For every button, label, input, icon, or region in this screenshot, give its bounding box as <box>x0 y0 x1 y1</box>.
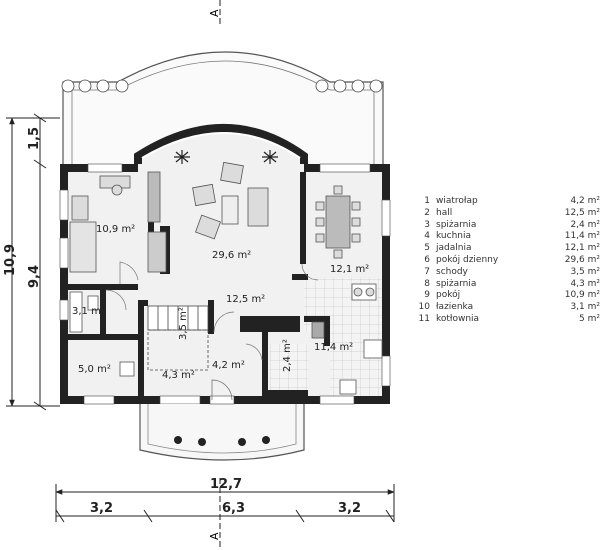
legend-row: 5 jadalnia 12,1 m² <box>416 243 600 255</box>
room-label-stairs: 3,5 m² <box>178 307 189 340</box>
legend-number: 6 <box>424 254 430 265</box>
room-label-vestibule: 4,2 m² <box>212 360 245 371</box>
furniture <box>69 161 383 395</box>
room-legend: 1 wiatrołap 4,2 m² 2 hall 12,5 m² 3 spiżarnia 2,… <box>416 196 600 326</box>
dim-depth-main: 9,4 <box>27 265 42 288</box>
legend-room-name: schody <box>436 266 468 277</box>
legend-area: 3,5 m² <box>570 266 600 277</box>
door-swings <box>105 261 319 361</box>
legend-row: 8 spiżarnia 4,3 m² <box>416 279 600 291</box>
room-label-hall: 12,5 m² <box>226 294 265 305</box>
legend-room-name: jadalnia <box>436 243 472 254</box>
room-label-kitchen: 11,4 m² <box>314 342 353 353</box>
legend-area: 12,5 m² <box>564 207 600 218</box>
dim-depth-top: 1,5 <box>27 127 42 150</box>
bay-window-wall <box>134 124 308 164</box>
dim-mid-segment: 6,3 <box>222 501 245 516</box>
dim-total-width: 12,7 <box>210 477 242 492</box>
legend-number: 8 <box>424 278 430 289</box>
legend-room-name: hall <box>436 207 453 218</box>
room-label-living: 29,6 m² <box>212 250 251 261</box>
section-marker-bottom: A <box>208 478 221 550</box>
section-label-bottom: A <box>208 532 221 540</box>
porch-columns <box>174 436 270 446</box>
legend-row: 3 spiżarnia 2,4 m² <box>416 220 600 232</box>
legend-room-name: pokój <box>436 290 461 301</box>
legend-number: 5 <box>424 243 430 254</box>
legend-area: 4,3 m² <box>570 278 600 289</box>
dimension-vertical <box>6 113 60 411</box>
legend-row: 7 schody 3,5 m² <box>416 267 600 279</box>
legend-area: 3,1 m² <box>570 302 600 313</box>
legend-number: 10 <box>418 302 430 313</box>
legend-number: 4 <box>424 231 430 242</box>
section-marker-top: A <box>208 0 221 26</box>
legend-row: 9 pokój 10,9 m² <box>416 290 600 302</box>
legend-number: 3 <box>424 219 430 230</box>
stairs <box>147 305 209 371</box>
room-label-pantry: 4,3 m² <box>162 370 195 381</box>
legend-area: 12,1 m² <box>564 243 600 254</box>
entrance-porch <box>139 379 305 461</box>
legend-area: 29,6 m² <box>564 254 600 265</box>
dim-left-segment: 3,2 <box>90 501 113 516</box>
legend-row: 11 kotłownia 5 m² <box>416 314 600 326</box>
terrace-top <box>61 51 384 164</box>
legend-room-name: pokój dzienny <box>436 254 499 265</box>
legend-area: 11,4 m² <box>564 231 600 242</box>
legend-room-name: spiżarnia <box>436 219 477 230</box>
decorative-plants <box>174 150 278 164</box>
legend-area: 2,4 m² <box>570 219 600 230</box>
legend-area: 4,2 m² <box>570 196 600 206</box>
legend-number: 2 <box>424 207 430 218</box>
room-label-larder: 2,4 m² <box>282 339 293 372</box>
legend-row: 6 pokój dzienny 29,6 m² <box>416 255 600 267</box>
dimension-horizontal <box>55 484 395 523</box>
dim-total-depth: 10,9 <box>3 244 18 276</box>
dim-right-segment: 3,2 <box>338 501 361 516</box>
legend-number: 9 <box>424 290 430 301</box>
section-label-top: A <box>208 9 221 17</box>
legend-row: 2 hall 12,5 m² <box>416 208 600 220</box>
room-label-bedroom: 10,9 m² <box>96 224 135 235</box>
legend-row: 10 łazienka 3,1 m² <box>416 302 600 314</box>
legend-number: 7 <box>424 266 430 277</box>
room-label-bathroom: 3,1 m² <box>72 306 105 317</box>
legend-room-name: łazienka <box>436 302 474 313</box>
room-label-dining: 12,1 m² <box>330 264 369 275</box>
legend-room-name: spiżarnia <box>436 278 477 289</box>
legend-room-name: kotłownia <box>436 313 480 324</box>
legend-row: 4 kuchnia 11,4 m² <box>416 231 600 243</box>
legend-number: 1 <box>424 196 430 206</box>
plant-pots <box>61 79 383 93</box>
legend-room-name: wiatrołap <box>436 196 478 206</box>
legend-room-name: kuchnia <box>436 231 472 242</box>
legend-row: 1 wiatrołap 4,2 m² <box>416 196 600 208</box>
legend-area: 5 m² <box>579 313 600 324</box>
windows <box>59 163 391 405</box>
legend-number: 11 <box>418 313 430 324</box>
room-label-boiler: 5,0 m² <box>78 364 111 375</box>
legend-area: 10,9 m² <box>564 290 600 301</box>
